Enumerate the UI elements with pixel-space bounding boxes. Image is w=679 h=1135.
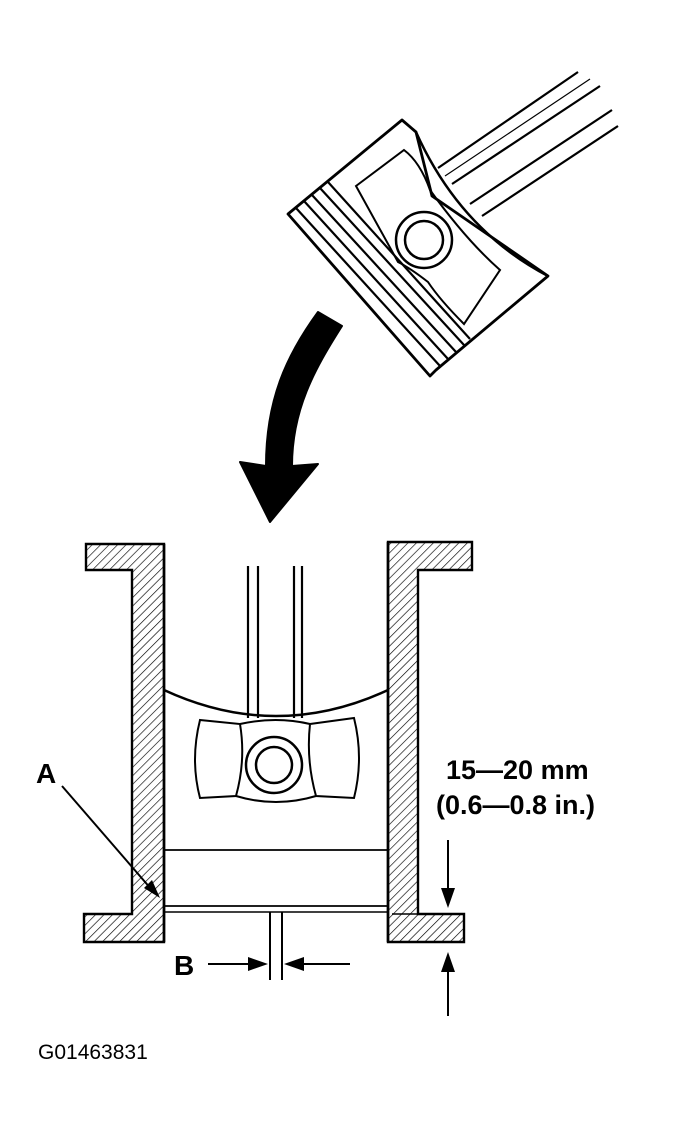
dimension-inches: (0.6—0.8 in.) (436, 790, 596, 820)
lower-piston-assembly (163, 566, 389, 980)
insertion-arrow (239, 311, 343, 523)
dimension-mm: 15—20 mm (446, 755, 589, 785)
upper-piston (286, 118, 550, 378)
label-a: A (36, 758, 57, 789)
upper-piston-assembly (286, 71, 619, 378)
gap-b-arrows (208, 957, 350, 971)
depth-dimension-arrows (392, 840, 460, 1016)
cylinder-wall-right (386, 540, 474, 944)
label-b: B (174, 950, 195, 981)
upper-connecting-rod (437, 71, 619, 217)
leader-a (61, 785, 160, 898)
piston-rings (295, 181, 471, 367)
figure-code: G01463831 (38, 1041, 148, 1064)
lower-connecting-rod (246, 566, 304, 718)
